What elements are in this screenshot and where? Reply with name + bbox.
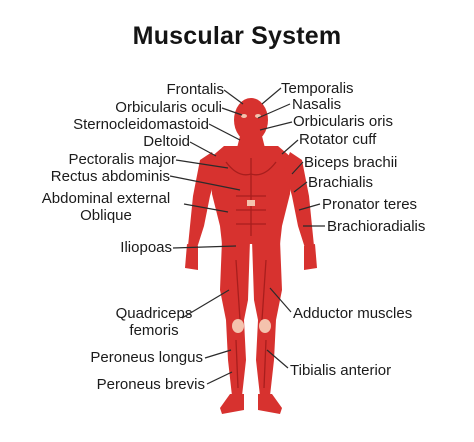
leader-quadriceps — [181, 289, 230, 319]
head-shape — [234, 98, 268, 142]
right-hand-shape — [304, 244, 317, 270]
leader-iliopoas — [172, 245, 237, 249]
leader-rotator-cuff — [281, 139, 299, 155]
label-temporalis: Temporalis — [281, 80, 354, 97]
label-deltoid: Deltoid — [143, 133, 190, 150]
label-brachioradialis: Brachioradialis — [327, 218, 426, 235]
label-orbicularis-oculi: Orbicularis oculi — [115, 99, 222, 116]
diagram-title: Muscular System — [132, 22, 342, 50]
leader-rectus-abdominis — [169, 175, 241, 191]
left-arm-shape — [188, 152, 218, 248]
leader-peroneus-longus — [204, 349, 232, 359]
thigh-lines — [235, 259, 267, 321]
leader-pectoralis-major — [175, 159, 229, 169]
abdominal-lines — [236, 195, 266, 225]
label-quadriceps-line2: femoris — [129, 322, 179, 339]
right-arm-shape — [284, 152, 314, 248]
label-rectus-abdominis: Rectus abdominis — [50, 168, 170, 185]
leader-orbicularis-oculi — [221, 107, 243, 116]
leader-sternocleidomastoid — [208, 123, 241, 141]
label-nasalis: Nasalis — [292, 96, 342, 113]
shin-lines — [235, 339, 267, 389]
skin-patches — [232, 114, 271, 333]
label-sternocleidomastoid: Sternocleidomastoid — [73, 116, 209, 133]
label-peroneus-longus: Peroneus longus — [90, 349, 203, 366]
leader-adductor-muscles — [269, 287, 292, 313]
leader-abdominal-oblique — [183, 203, 229, 213]
leader-pronator-teres — [298, 203, 321, 211]
right-foot-shape — [258, 394, 282, 414]
leader-deltoid — [189, 141, 217, 157]
label-brachialis: Brachialis — [308, 174, 374, 191]
leader-peroneus-brevis — [206, 371, 233, 385]
label-peroneus-brevis: Peroneus brevis — [96, 376, 205, 393]
leader-temporalis — [261, 87, 282, 105]
leader-tibialis-anterior — [266, 349, 289, 369]
label-iliopoas: Iliopoas — [120, 239, 172, 256]
label-abdominal-external-line2: Oblique — [80, 207, 132, 224]
label-frontalis: Frontalis — [166, 81, 224, 98]
muscle-detail — [225, 158, 277, 389]
navel-shape — [247, 200, 255, 206]
left-foot-shape — [220, 394, 244, 414]
label-quadriceps-line1: Quadriceps — [115, 305, 193, 322]
label-pronator-teres: Pronator teres — [322, 196, 418, 213]
right-knee-shape — [259, 319, 271, 333]
label-pectoralis-major: Pectoralis major — [68, 151, 176, 168]
label-abdominal-external: Abdominal external Oblique — [26, 190, 186, 224]
leader-biceps-brachii — [291, 161, 304, 175]
label-quadriceps-femoris: Quadriceps femoris — [104, 305, 204, 339]
label-biceps-brachii: Biceps brachii — [304, 154, 398, 171]
leader-orbicularis-oris — [259, 121, 293, 131]
leader-frontalis — [223, 89, 244, 105]
pectoral-line — [225, 161, 277, 176]
label-abdominal-external-line1: Abdominal external — [41, 190, 171, 207]
left-knee-shape — [232, 319, 244, 333]
label-orbicularis-oris: Orbicularis oris — [293, 113, 394, 130]
leader-lines — [169, 87, 325, 385]
left-hand-shape — [185, 244, 198, 270]
right-leg-shape — [252, 240, 282, 396]
label-rotator-cuff: Rotator cuff — [299, 131, 377, 148]
leader-brachialis — [293, 181, 308, 193]
leader-nasalis — [257, 103, 291, 119]
label-tibialis-anterior: Tibialis anterior — [290, 362, 392, 379]
left-leg-shape — [220, 240, 250, 396]
left-eye-shape — [241, 114, 247, 118]
label-adductor-muscles: Adductor muscles — [293, 305, 413, 322]
